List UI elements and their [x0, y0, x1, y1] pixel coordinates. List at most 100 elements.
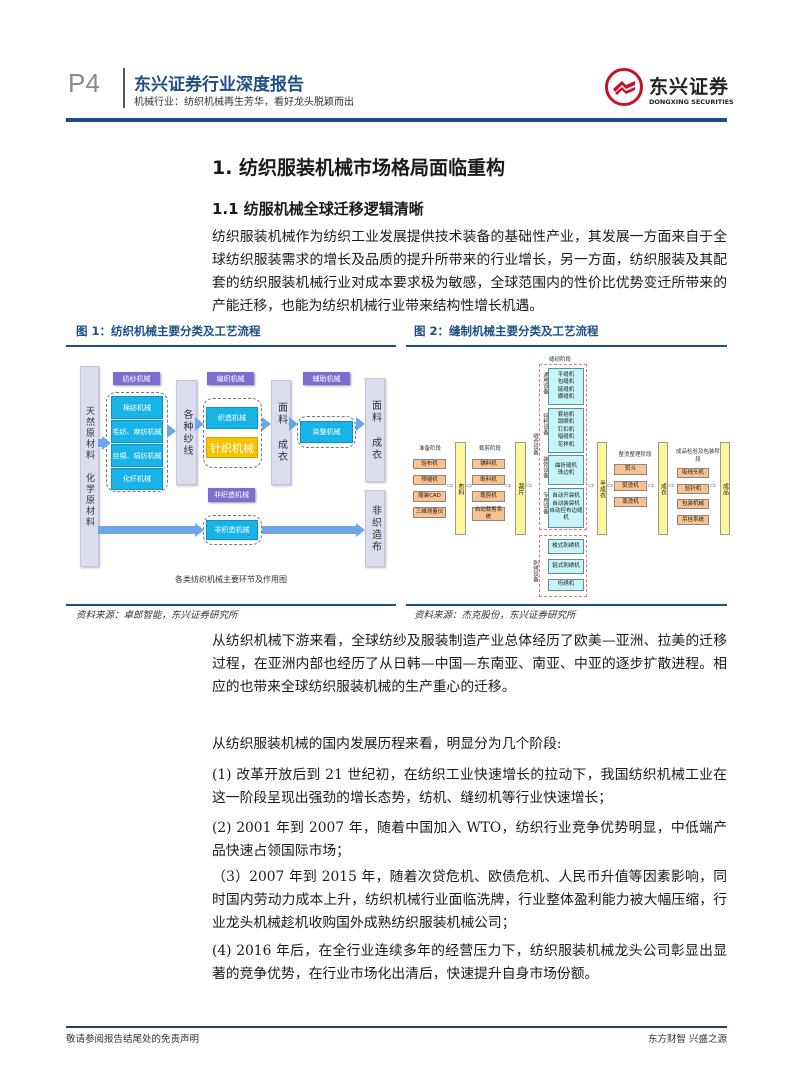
group-label: 特种设备 — [542, 413, 548, 435]
machine-item: 暗缝机 — [557, 434, 575, 441]
flow-arrow-long — [98, 526, 196, 534]
spinning-item: 化纤机械 — [111, 468, 163, 490]
arrow-right-icon — [102, 436, 111, 450]
iron-item: 蒸烫机 — [614, 497, 647, 507]
fabric-box-1: 面料 成衣 — [271, 380, 291, 485]
arrow-right-icon — [356, 523, 365, 537]
weaving-item: 织造机械 — [206, 407, 258, 429]
arrow-right-icon: ⇨ — [505, 481, 512, 490]
fabric-box-2: 面料 成衣 — [365, 378, 385, 482]
iron-item: 熨斗 — [614, 464, 647, 475]
spinning-item: 棉纺机械 — [111, 396, 163, 419]
pieces-box: 裁片 — [515, 442, 526, 535]
flow-arrow — [98, 439, 102, 447]
embroidery-item: 绗绣机 — [548, 579, 584, 591]
prep-stage-label: 准备阶段 — [418, 446, 441, 452]
paragraph-stage-4: (4) 2016 年后，在全行业连续多年的经营压力下，纺织服装机械龙头公司彰显出… — [212, 943, 727, 982]
group-label: 专用设备 — [542, 492, 548, 514]
decorative-equipment-box: 曲折缝机珠边机 — [548, 455, 584, 485]
spinning-header: 纺纱机械 — [113, 372, 160, 385]
cut-item: 裁剪机 — [472, 491, 505, 502]
logo-emblem-icon — [605, 68, 643, 106]
garment-box: 成衣 — [658, 442, 668, 535]
disclaimer-note: 敬请参阅报告结尾处的免责声明 — [66, 1034, 200, 1045]
dedicated-equipment-box: 自动开袋机自动装袋机自动控布边缝机 — [548, 488, 584, 528]
report-title: 东兴证券行业深度报告 — [134, 75, 304, 95]
arrow-right-icon: ⇨ — [447, 481, 454, 490]
cut-stage-label: 裁剪阶段 — [478, 446, 501, 452]
embroidery-group — [539, 535, 587, 597]
paragraph-stage-3: （3）2007 年到 2015 年，随着次贷危机、欧债危机、人民币升值等因素影响… — [212, 869, 727, 931]
section-title: 1. 纺织服装机械市场格局面临重构 — [212, 157, 506, 179]
general-equipment-box: 平缝机包缝机链缝机绷缝机 — [548, 368, 584, 405]
arrow-right-icon — [167, 424, 176, 438]
weaving-group — [203, 398, 262, 468]
sewing-group — [539, 364, 587, 530]
knitting-item-highlight: 针织机械 — [206, 437, 258, 458]
arrow-right-icon — [262, 417, 271, 431]
machine-item: 自动装袋机 — [552, 500, 580, 507]
machine-item: 曲折缝机 — [554, 462, 577, 469]
arrow-right-icon: ⇨ — [668, 481, 675, 490]
embroidery-item: 链式刺绣机 — [548, 559, 584, 574]
logo-text: 东兴证券 — [649, 76, 730, 98]
footer-slogan: 东方财智 兴盛之源 — [647, 1034, 727, 1045]
figure1-source: 资料来源：卓郎智能，东兴证券研究所 — [76, 610, 238, 621]
pack-item: 包装机械 — [677, 499, 709, 509]
figure2-title: 图 2：缝制机械主要分类及工艺流程 — [414, 324, 599, 338]
spinning-item: 毛纺、麻纺机械 — [111, 420, 163, 443]
machine-item: 自动开袋机 — [552, 493, 580, 500]
prep-item: 三维测量仪 — [413, 507, 446, 518]
yarn-box: 各种纱线 — [176, 380, 197, 485]
group-label: 通用设备 — [542, 372, 548, 394]
sewing-stage-label: 缝纫阶段 — [548, 357, 571, 363]
machine-item: 锁眼机 — [557, 419, 575, 426]
arrow-right-icon — [195, 417, 204, 431]
sewing-equip-label: 缝合设备 — [532, 433, 538, 455]
cut-item: 断料机 — [472, 475, 505, 485]
semi-garment-box: 半成衣 — [597, 442, 607, 535]
machine-item: 套结机 — [557, 411, 575, 418]
product-box: 成品 — [720, 442, 730, 535]
paragraph-stage-2: (2) 2001 年到 2007 年，随着中国加入 WTO，纺织行业竞争优势明显… — [212, 820, 727, 859]
figure2-diagram: 准备阶段 验布机 预缩机 服装CAD 三维测量仪 ⇨ 布料 ⇨ 裁剪阶段 铺料机… — [405, 355, 735, 600]
figure1-bottom-rule — [66, 604, 396, 606]
logo-english: DONGXING SECURITIES — [649, 98, 734, 106]
spinning-item: 丝绸、绢纺机械 — [111, 444, 163, 467]
pack-item: 吸线头机 — [677, 468, 709, 478]
pack-stage-label: 成品检验及包装阶段 — [675, 449, 720, 463]
machine-item: 绷缝机 — [557, 393, 575, 400]
figure2-top-rule — [406, 345, 727, 347]
iron-item: 熨烫机 — [614, 481, 647, 491]
report-subtitle: 机械行业：纺织机械再生芳华，看好龙头脱颖而出 — [134, 97, 354, 108]
aux-group — [297, 416, 356, 448]
machine-item: 链缝机 — [557, 386, 575, 393]
pack-item: 吊挂系统 — [677, 515, 709, 525]
prep-item: 预缩机 — [413, 475, 446, 485]
arrow-right-icon: ⇨ — [466, 481, 473, 490]
paragraph-stages-intro: 从纺织服装机械的国内发展历程来看，明显分为几个阶段: — [212, 736, 562, 752]
page-number: P4 — [68, 68, 100, 98]
dongxing-logo: 东兴证券 DONGXING SECURITIES — [605, 68, 755, 110]
arrow-right-icon — [195, 523, 204, 537]
flow-arrow-long — [262, 526, 356, 534]
header-divider — [123, 68, 125, 108]
prep-item: 服装CAD — [413, 491, 446, 502]
arrow-right-icon: ⇨ — [710, 481, 717, 490]
machine-item: 包缝机 — [557, 379, 575, 386]
group-label: 装饰设备 — [542, 456, 548, 478]
figure1-title: 图 1：纺织机械主要分类及工艺流程 — [76, 324, 261, 338]
machine-item: 珠边机 — [557, 470, 575, 476]
figure2-source: 资料来源：杰克股份，东兴证券研究所 — [414, 610, 576, 621]
raw-materials-box: 天然原材料 化学原材料 — [80, 366, 99, 567]
machine-item: 平缝机 — [557, 371, 575, 378]
machine-item: 自动控布边缝机 — [549, 508, 583, 522]
aux-item: 染整机械 — [300, 421, 353, 443]
prep-item: 验布机 — [413, 459, 446, 469]
footer-rule — [66, 1026, 727, 1028]
arrow-right-icon: ⇨ — [648, 481, 655, 490]
nonwoven-output-box: 非织造布 — [365, 490, 385, 567]
aux-header: 辅助机械 — [303, 372, 350, 385]
special-equipment-box: 套结机锁眼机钉扣机暗缝机花样机 — [548, 408, 584, 453]
arrow-right-icon: ⇨ — [607, 481, 614, 490]
